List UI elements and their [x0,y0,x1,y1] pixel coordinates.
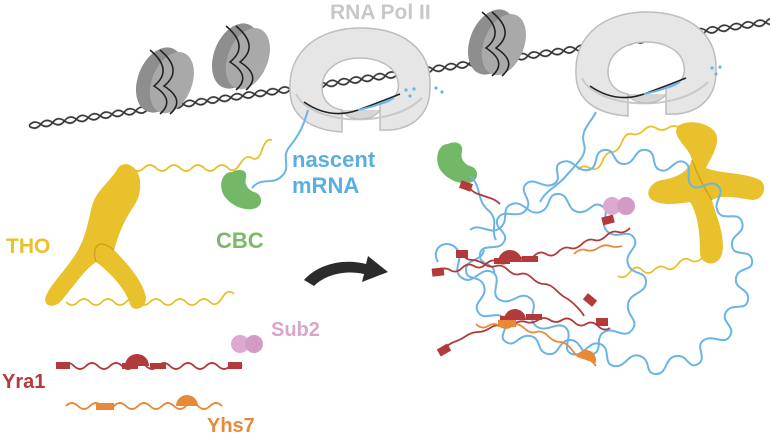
cbc-right [437,142,478,184]
cbc-label: CBC [216,228,264,253]
mrnp-mrna-tether [539,111,597,203]
rna-pol-ii-label: RNA Pol II [330,1,431,24]
rna-pol-ii-right [575,11,722,117]
mrnp-complex [431,111,754,376]
nucleosome-1 [135,47,194,115]
tho-right-link-lower [617,257,703,279]
sub2-label: Sub2 [271,319,320,341]
transition-arrow [304,256,388,286]
yhs7-right-upper [573,244,623,255]
yra1-left [56,354,243,370]
yhs7-label: Yhs7 [207,415,255,437]
nucleosome-2 [211,23,270,91]
rna-pol-ii-left [289,27,444,133]
cbc-left [221,170,262,210]
tho-wavy-link-lower [65,290,235,306]
tho-right [648,122,765,264]
tho-right-link-upper [577,125,681,171]
nascent-mrna-label: nascent mRNA [292,147,375,199]
nucleosome-3 [467,9,526,77]
tho-label: THO [6,235,51,258]
nascent-mrna-left [251,109,309,189]
sub2-left [231,335,263,353]
yra1-right-c [443,317,611,351]
sub2-right [603,197,635,215]
tho-left [45,164,146,309]
yra1-right-d [467,185,501,205]
yra1-right-c-rrm [500,309,542,322]
nascent-mrna-label-line2: mRNA [292,172,360,198]
nascent-mrna-label-line1: nascent [292,147,376,172]
yhs7-right [475,323,597,367]
yra1-right-a-rrm [494,250,538,264]
yra1-label: Yra1 [2,371,46,393]
mrnp-mrna-coil [435,148,754,376]
yhs7-left [65,395,223,410]
tho-wavy-link-upper [119,138,273,172]
yra1-right-b [461,253,585,317]
